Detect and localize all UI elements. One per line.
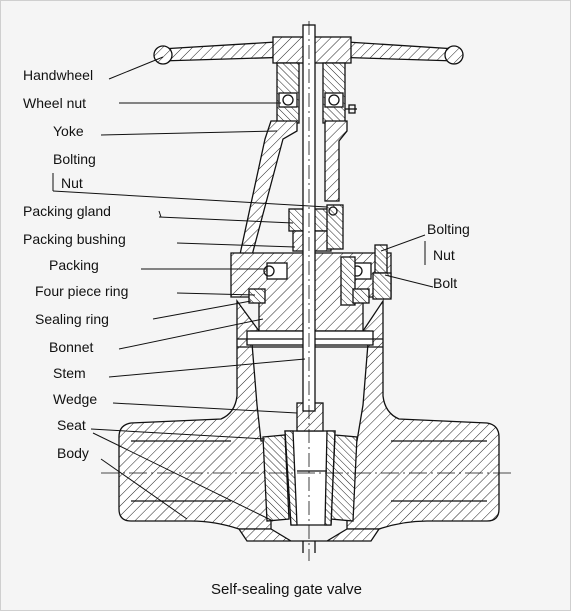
label-yoke: Yoke (53, 123, 84, 139)
label-wheel-nut: Wheel nut (23, 95, 87, 111)
label-sealing-ring: Sealing ring (35, 311, 109, 327)
label-nut-left: Nut (61, 175, 83, 191)
label-stem: Stem (53, 365, 86, 381)
stem-part (302, 21, 316, 561)
label-bonnet: Bonnet (49, 339, 94, 355)
label-seat: Seat (57, 417, 86, 433)
label-handwheel: Handwheel (23, 67, 94, 83)
label-bolting-left: Bolting (53, 151, 96, 167)
label-four-piece-ring: Four piece ring (35, 283, 129, 299)
wedge-part (284, 402, 336, 526)
label-packing-gland: Packing gland (23, 203, 111, 219)
wheel-nut-part (276, 62, 357, 124)
label-packing: Packing (49, 257, 99, 273)
label-bolting-right: Bolting (427, 221, 470, 237)
label-packing-bushing: Packing bushing (23, 231, 126, 247)
diagram-caption: Self-sealing gate valve (211, 581, 362, 598)
label-body: Body (57, 445, 89, 461)
label-wedge: Wedge (53, 391, 98, 407)
yoke-part (238, 120, 348, 260)
label-nut-right: Nut (433, 247, 455, 263)
sealing-ring-part (248, 288, 370, 304)
label-bolt: Bolt (433, 275, 458, 291)
leader-lines (52, 56, 434, 522)
valve-body-part (118, 298, 500, 542)
packing-gland-part (288, 204, 344, 252)
seat-part (262, 434, 358, 522)
